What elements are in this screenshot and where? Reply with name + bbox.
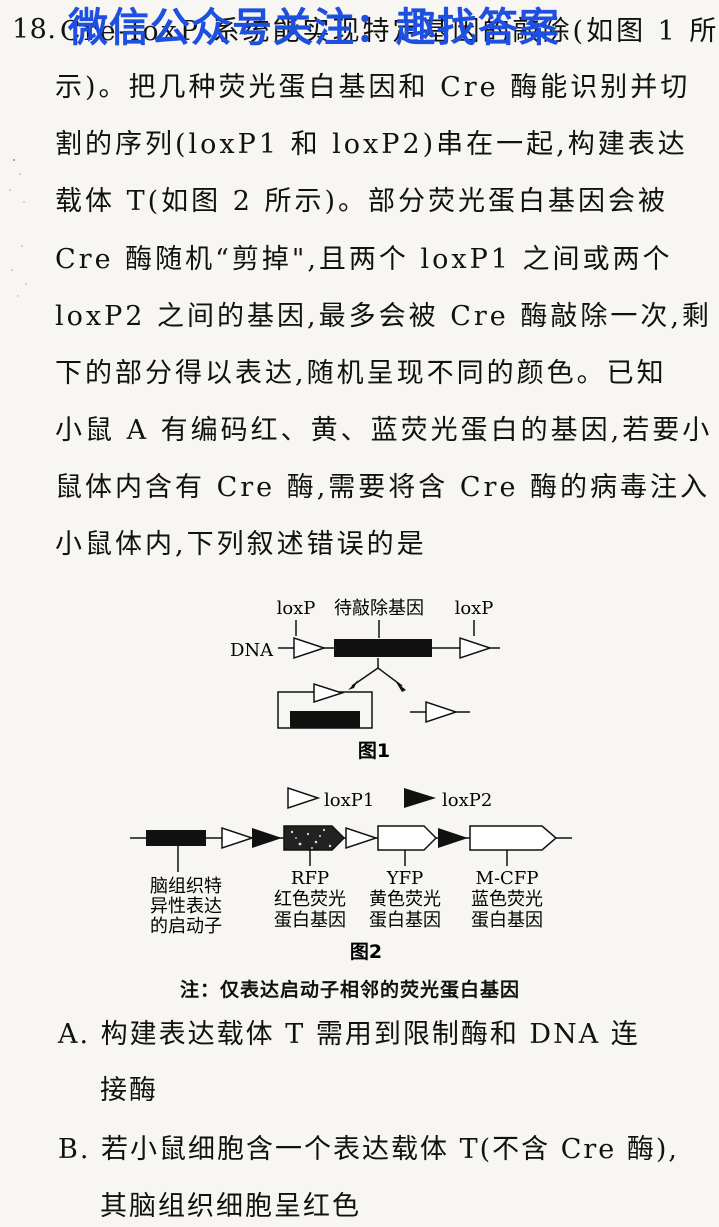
promoter-label-3: 的启动子 <box>150 916 222 937</box>
fig1-loxp-left-arrow <box>293 636 327 660</box>
legend-loxp1-label: loxP1 <box>324 790 374 811</box>
vector-loxp1-a <box>221 826 255 850</box>
figure-2: loxP1 loxP2 脑组织特 异性表达 的启动子 RFP 红色荧光 蛋白基因… <box>130 786 572 963</box>
fig1-loxp-right-arrow <box>459 636 493 660</box>
yfp-label: YFP <box>386 868 423 889</box>
rfp-desc-1: 红色荧光 <box>274 889 346 910</box>
rfp-desc-2: 蛋白基因 <box>274 910 346 931</box>
stem-line-1: Cre-loxP 系统能实现特定基因的敲除(如图 1 所 <box>60 16 719 47</box>
rfp-label: RFP <box>291 868 329 889</box>
legend-loxp2-arrow <box>404 788 436 808</box>
fig1-caption: 图1 <box>358 740 390 762</box>
question-page: 18. Cre-loxP 系统能实现特定基因的敲除(如图 1 所 微信公众号关注… <box>9 5 719 1222</box>
watermark-text: 微信公众号关注：趣找答案 <box>68 5 560 51</box>
promoter-block <box>146 830 206 846</box>
yfp-desc-1: 黄色荧光 <box>369 889 441 910</box>
vector-loxp2-a <box>252 828 282 848</box>
fig1-split-right-head <box>396 682 406 692</box>
option-a-line-1: A. 构建表达载体 T 需用到限制酶和 DNA 连 <box>58 1019 640 1050</box>
fig1-target-gene-label: 待敲除基因 <box>334 598 424 619</box>
legend-loxp2-label: loxP2 <box>442 790 492 811</box>
mcfp-gene-block <box>469 825 558 851</box>
stem-line-3: 割的序列(loxP1 和 loxP2)串在一起,构建表达 <box>55 129 688 160</box>
promoter-label-2: 异性表达 <box>150 896 222 917</box>
fig1-target-gene-block <box>334 639 432 657</box>
scan-speckle-2 <box>11 245 27 297</box>
stem-line-8: 小鼠 A 有编码红、黄、蓝荧光蛋白的基因,若要小 <box>55 415 713 446</box>
vector-loxp1-b <box>345 826 379 850</box>
fig1-dna-label: DNA <box>230 640 274 661</box>
mcfp-label: M-CFP <box>476 868 539 889</box>
option-b-line-2: 其脑组织细胞呈红色 <box>100 1191 361 1222</box>
stem-line-2: 示)。把几种荧光蛋白基因和 Cre 酶能识别并切 <box>55 72 691 103</box>
fig1-remaining-loxp <box>425 700 459 724</box>
mcfp-desc-1: 蓝色荧光 <box>471 889 543 910</box>
promoter-label-1: 脑组织特 <box>150 876 222 897</box>
rfp-gene-block <box>283 825 346 851</box>
stem-line-4: 载体 T(如图 2 所示)。部分荧光蛋白基因会被 <box>55 186 669 217</box>
yfp-gene-block <box>377 825 438 851</box>
scan-speckle <box>9 159 25 203</box>
question-number: 18. <box>12 14 57 45</box>
stem-line-9: 鼠体内含有 Cre 酶,需要将含 Cre 酶的病毒注入 <box>55 472 710 503</box>
fig1-loxp-left-label: loxP <box>277 598 316 619</box>
rfp-speckles <box>290 828 332 849</box>
option-a-line-2: 接酶 <box>100 1075 158 1106</box>
vector-loxp2-b <box>438 828 468 848</box>
option-b-line-1: B. 若小鼠细胞含一个表达载体 T(不含 Cre 酶), <box>58 1134 679 1165</box>
fig1-loxp-right-label: loxP <box>455 598 494 619</box>
fig1-fragment-gene <box>290 711 360 728</box>
mcfp-desc-2: 蛋白基因 <box>471 910 543 931</box>
fig1-split-right <box>377 667 403 687</box>
stem-line-5: Cre 酶随机“剪掉",且两个 loxP1 之间或两个 <box>55 244 673 275</box>
figure-note: 注：仅表达启动子相邻的荧光蛋白基因 <box>179 979 520 1001</box>
legend-loxp1-arrow <box>287 786 321 810</box>
stem-line-7: 下的部分得以表达,随机呈现不同的颜色。已知 <box>55 358 667 389</box>
figure-1: loxP 待敲除基因 loxP DNA 图1 <box>230 598 500 762</box>
fig1-split-left-head <box>348 680 358 690</box>
fig1-fragment-loxp <box>313 682 345 704</box>
stem-line-10: 小鼠体内,下列叙述错误的是 <box>55 529 427 560</box>
yfp-desc-2: 蛋白基因 <box>369 910 441 931</box>
stem-line-6: loxP2 之间的基因,最多会被 Cre 酶敲除一次,剩 <box>55 301 712 332</box>
fig2-caption: 图2 <box>350 941 382 963</box>
